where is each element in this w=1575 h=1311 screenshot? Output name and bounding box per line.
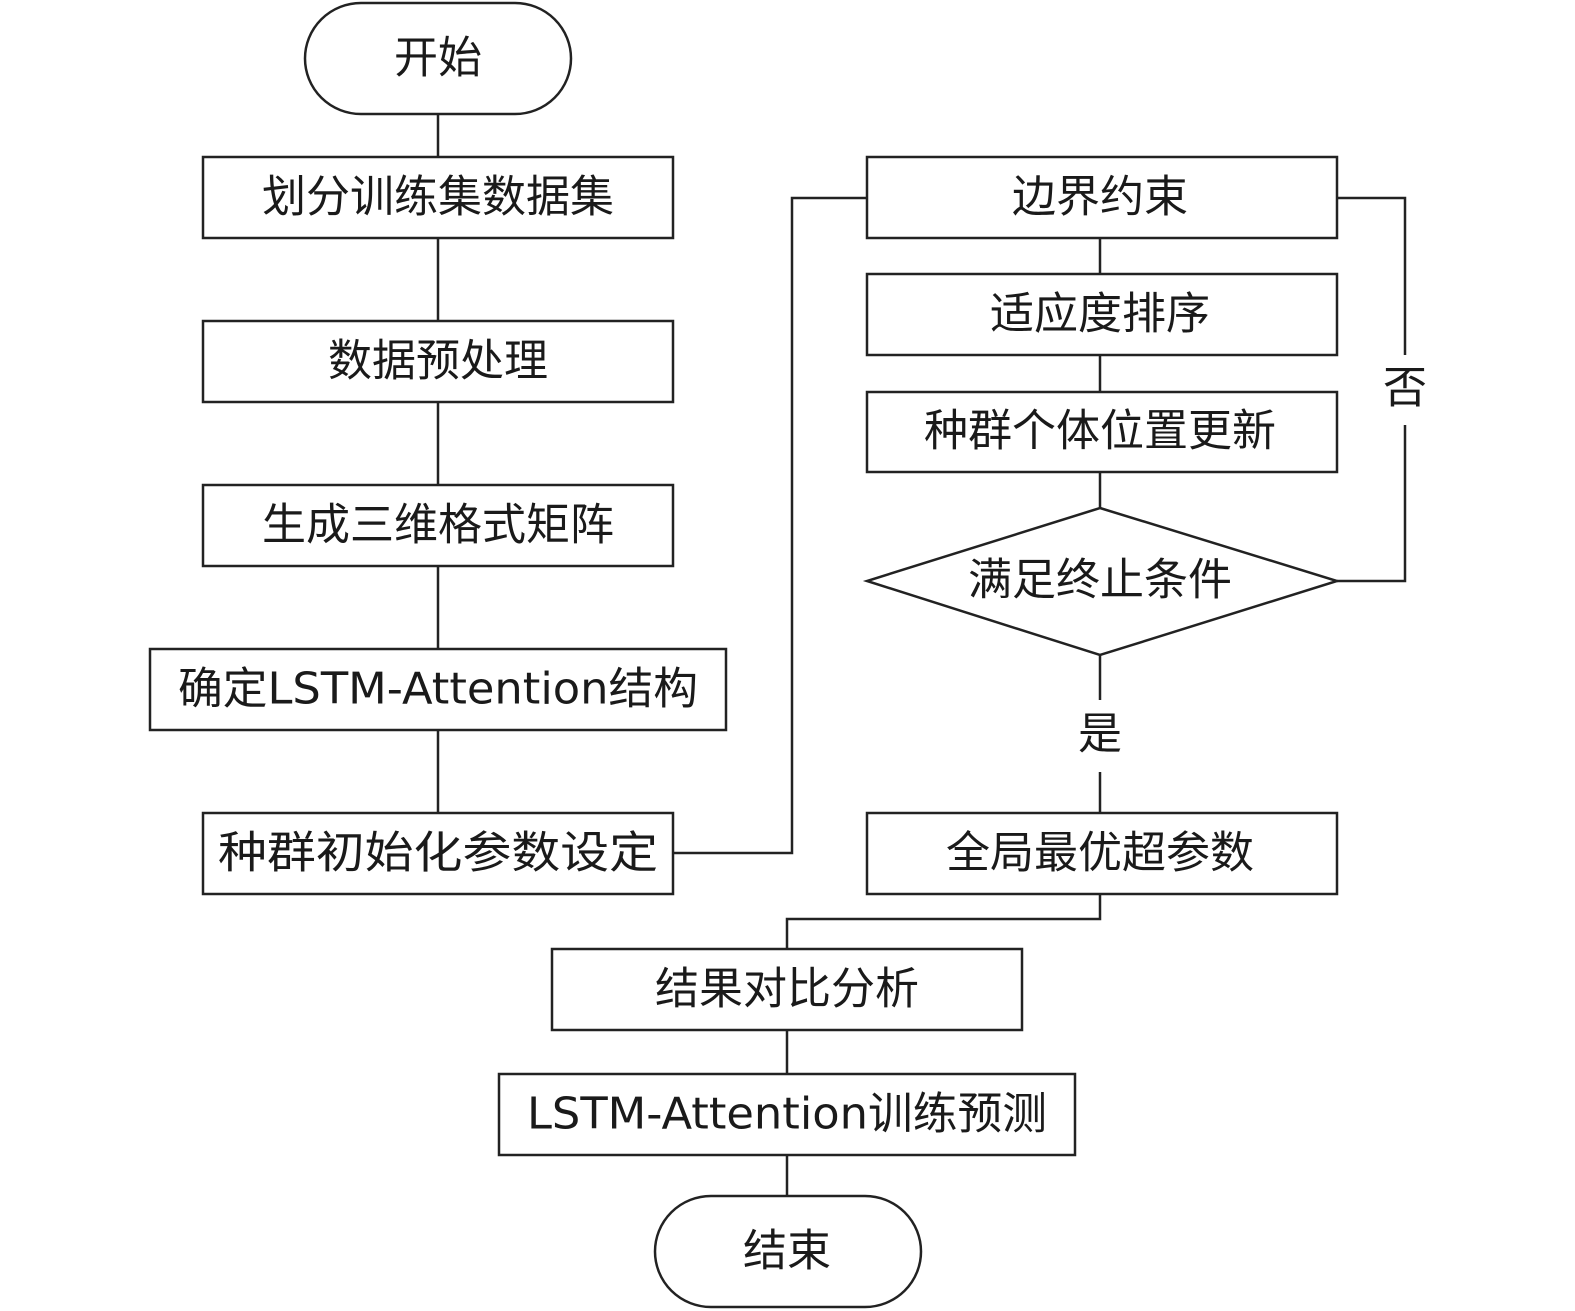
- node-split-dataset: 划分训练集数据集: [201, 155, 675, 240]
- preprocess-label: 数据预处理: [328, 336, 548, 387]
- no-branch-label: 否: [1383, 363, 1427, 414]
- terminator-start: [303, 1, 573, 116]
- terminator-end: [653, 1194, 923, 1309]
- generate-matrix-label: 生成三维格式矩阵: [262, 500, 614, 551]
- node-termination-check: 满足终止条件: [862, 506, 1342, 657]
- process-box: [201, 811, 675, 896]
- node-init-population: 种群初始化参数设定: [201, 811, 675, 896]
- node-end: 结束: [653, 1194, 923, 1309]
- start-label: 开始: [394, 33, 482, 84]
- connector-global-compare: [785, 894, 1102, 949]
- compare-results-label: 结果对比分析: [655, 964, 919, 1015]
- train-predict-label: LSTM-Attention训练预测: [527, 1089, 1047, 1140]
- node-global-best: 全局最优超参数: [865, 811, 1339, 896]
- process-box: [201, 155, 675, 240]
- node-start: 开始: [303, 1, 573, 116]
- end-label: 结束: [743, 1226, 831, 1277]
- process-box: [201, 319, 675, 404]
- global-best-label: 全局最优超参数: [946, 828, 1254, 879]
- node-train-predict: LSTM-Attention训练预测: [497, 1072, 1077, 1157]
- process-box: [865, 390, 1339, 474]
- process-box: [497, 1072, 1077, 1157]
- node-preprocess: 数据预处理: [201, 319, 675, 404]
- node-boundary-constraint: 边界约束: [865, 155, 1339, 240]
- process-box: [201, 483, 675, 568]
- determine-structure-label: 确定LSTM-Attention结构: [178, 664, 698, 715]
- process-box: [865, 272, 1339, 357]
- node-compare-results: 结果对比分析: [550, 947, 1024, 1032]
- yes-branch-label: 是: [1078, 709, 1122, 760]
- node-generate-matrix: 生成三维格式矩阵: [201, 483, 675, 568]
- fitness-sort-label: 适应度排序: [990, 289, 1210, 340]
- node-determine-structure: 确定LSTM-Attention结构: [148, 647, 728, 732]
- split-dataset-label: 划分训练集数据集: [262, 172, 614, 223]
- node-update-positions: 种群个体位置更新: [865, 390, 1339, 474]
- init-population-label: 种群初始化参数设定: [218, 828, 658, 879]
- process-box: [865, 811, 1339, 896]
- termination-check-label: 满足终止条件: [968, 555, 1232, 606]
- connectors: [436, 114, 1407, 1196]
- connector-init-boundary: [673, 196, 867, 855]
- process-box: [148, 647, 728, 732]
- process-box: [865, 155, 1339, 240]
- connector-no-upper: [1337, 196, 1407, 355]
- process-box: [550, 947, 1024, 1032]
- update-positions-label: 种群个体位置更新: [924, 406, 1276, 457]
- decision-diamond: [862, 506, 1342, 657]
- node-fitness-sort: 适应度排序: [865, 272, 1339, 357]
- connector-no-lower: [1337, 425, 1407, 583]
- boundary-constraint-label: 边界约束: [1012, 172, 1188, 223]
